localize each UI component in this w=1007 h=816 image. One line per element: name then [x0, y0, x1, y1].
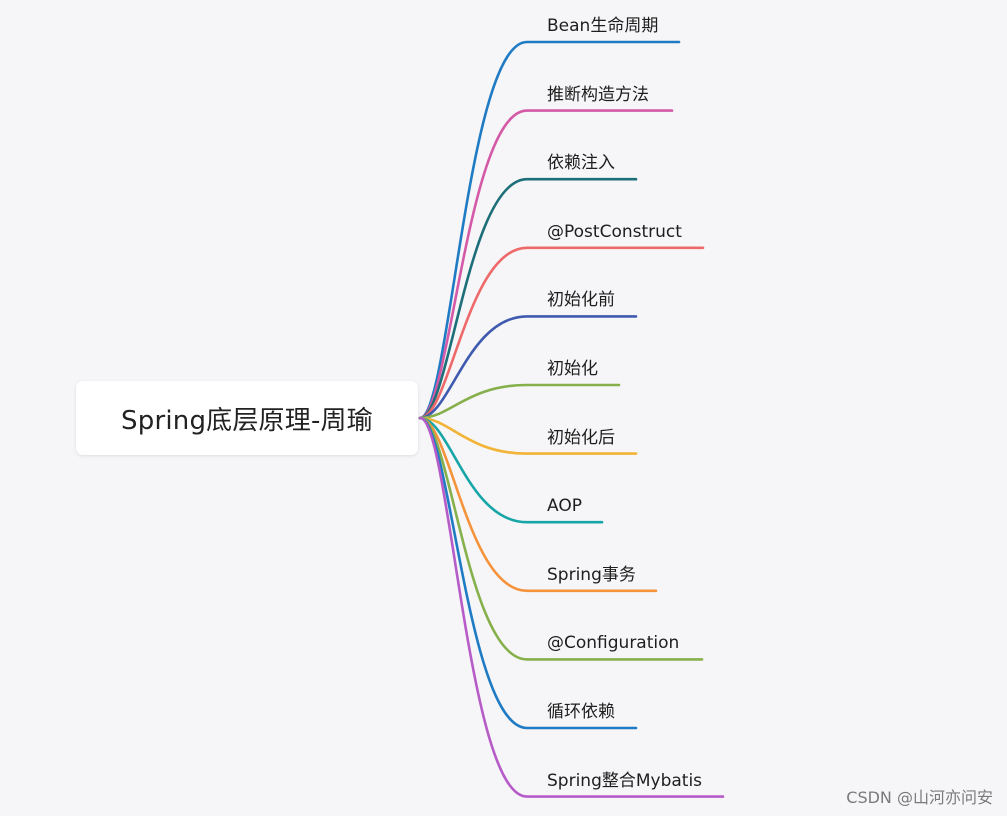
branch-node-label[interactable]: 初始化 — [547, 359, 598, 379]
branch-node-label[interactable]: @Configuration — [547, 633, 680, 654]
branch-connector — [418, 315, 638, 420]
root-node-label: Spring底层原理-周瑜 — [121, 405, 373, 436]
branch-node-label[interactable]: 推断构造方法 — [547, 84, 649, 105]
branch-node-label[interactable]: Spring事务 — [547, 564, 636, 585]
root-node[interactable]: Spring底层原理-周瑜 — [76, 381, 418, 455]
branch-connector — [418, 109, 674, 420]
branch-node-label[interactable]: Spring整合Mybatis — [547, 770, 703, 791]
branch-node-label[interactable]: 初始化前 — [547, 290, 615, 311]
branch-connector — [418, 416, 604, 524]
branch-connector — [418, 246, 705, 420]
branch-connector — [418, 416, 658, 593]
branch-node-label[interactable]: 循环依赖 — [547, 702, 615, 722]
branch-node-label[interactable]: AOP — [547, 496, 582, 517]
branch-node-label[interactable]: Bean生命周期 — [547, 16, 659, 36]
branch-connector — [418, 416, 725, 798]
branch-node-label[interactable]: 依赖注入 — [547, 153, 615, 174]
branch-connector — [418, 416, 638, 455]
branch-node-label[interactable]: 初始化后 — [547, 427, 615, 448]
watermark: CSDN @山河亦问安 — [846, 788, 993, 807]
branch-node-label[interactable]: @PostConstruct — [547, 221, 682, 242]
branch-connector — [418, 383, 621, 420]
branch-connector — [418, 40, 681, 420]
branch-connector — [418, 416, 704, 661]
branch-connector — [418, 177, 638, 420]
